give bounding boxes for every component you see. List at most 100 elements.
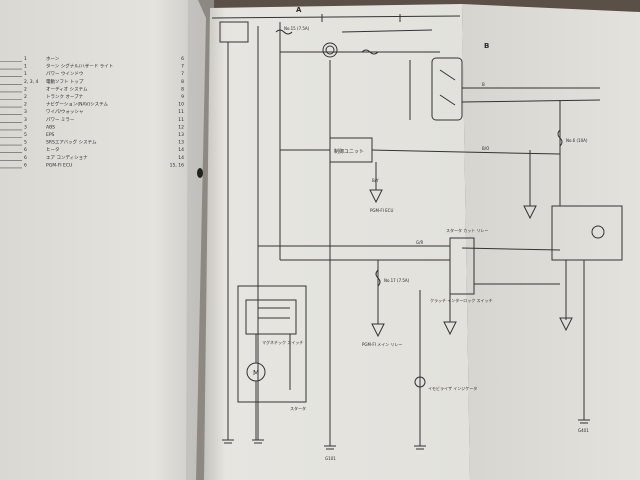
toc-title: EPS: [46, 132, 55, 138]
toc-title: ABS: [46, 124, 55, 130]
immobilizer-label: イモビライザ インジケータ: [428, 385, 477, 391]
wire: [371, 149, 463, 153]
toc-number: 3: [24, 124, 27, 130]
toc-row: 2 ナビゲーション(NAV)システム 10: [0, 101, 184, 108]
toc-title: ターン シグナル/ハザード ライト: [46, 63, 113, 70]
control-unit-label: 制御ユニット: [334, 148, 364, 155]
toc-number: 3: [24, 109, 27, 115]
ground-g101-label: G101: [325, 456, 336, 461]
wire: [341, 29, 433, 33]
toc-page-number: 9: [181, 94, 184, 100]
toc-row: 3 ワイパ/ウォッシャ 11: [0, 108, 184, 115]
fuse-symbol: [557, 129, 563, 147]
magnetic-switch-label: マグネチック スイッチ: [262, 339, 303, 345]
wire: [461, 247, 561, 251]
control-unit-box: [329, 137, 373, 163]
toc-number: 1: [24, 71, 27, 77]
relay-block: [431, 57, 463, 121]
toc-row: 3 ABS 12: [0, 124, 184, 130]
toc-title: ホーン: [46, 56, 60, 62]
wire: [439, 69, 456, 81]
page-b: [462, 4, 640, 480]
right-page: [204, 4, 470, 480]
starter-cut-relay-label: スタータ カット リレー: [446, 227, 489, 233]
toc-number: 6: [24, 147, 27, 153]
toc-page-number: 11: [178, 117, 184, 123]
toc-page-number: 14: [178, 147, 184, 153]
wire: [439, 94, 456, 106]
toc-row: 2, 3, 4 電動ソフト トップ 8: [0, 78, 184, 85]
toc-page-number: 7: [181, 71, 184, 77]
toc-row: 5 EPS 13: [0, 132, 184, 138]
header-rule: [211, 15, 461, 19]
starter-label: スタータ: [290, 405, 306, 411]
immobilizer-box: [551, 205, 623, 261]
toc-page-number: 12: [178, 124, 184, 130]
starter-box: [237, 285, 307, 403]
pgm-fi-ecu-label: PGM-FI ECU: [370, 208, 393, 213]
wiring-diagram: [211, 14, 623, 446]
toc-row: 6 エア コンディショナ 14: [0, 154, 184, 161]
toc-row: 6 ヒータ 14: [0, 146, 184, 153]
toc-number: 5: [24, 132, 27, 138]
toc-page-number: 11: [178, 109, 184, 115]
fuse-17-label: No.17 (7.5A): [384, 278, 410, 283]
toc-title: SRSエアバッグ システム: [46, 139, 97, 146]
toc-page-number: 10: [178, 102, 184, 108]
toc-page-number: 8: [181, 79, 184, 85]
wire-color-label: G/R: [416, 240, 423, 245]
toc-number: 6: [24, 155, 27, 161]
diagram-labels: A B 制御ユニット スタータ マグネチック スイッチ M PGM-FI ECU…: [253, 6, 589, 461]
toc-title: ヒータ: [46, 146, 60, 153]
fuse-6-label: No.6 (10A): [566, 138, 588, 143]
toc-title: 電動ソフト トップ: [46, 78, 84, 85]
section-b-label: B: [484, 42, 489, 50]
toc-title: ワイパ/ウォッシャ: [46, 108, 83, 115]
toc-page-number: 7: [181, 64, 184, 70]
left-page: [0, 0, 206, 480]
starter-cut-relay: [449, 237, 475, 295]
toc-title: エア コンディショナ: [46, 154, 88, 161]
magnetic-switch-box: [245, 299, 297, 335]
toc-title: PGM-FI ECU: [46, 162, 72, 168]
toc-number: 1: [24, 64, 27, 70]
toc-number: 2: [24, 94, 27, 100]
ignition-box: [219, 21, 249, 43]
toc-number: 2: [24, 86, 27, 92]
section-a-label: A: [296, 6, 302, 14]
fuse-15-label: No.15 (7.5A): [284, 26, 310, 31]
toc-number: 2, 3, 4: [24, 79, 38, 85]
toc-number: 2: [24, 102, 27, 108]
toc-title: ナビゲーション(NAV)システム: [46, 101, 109, 108]
fuse-symbol: [361, 49, 379, 55]
toc-title: パワー ミラー: [46, 117, 75, 123]
connector-arrow: [559, 317, 573, 332]
toc-row: 3 パワー ミラー 11: [0, 117, 184, 123]
immobilizer-lamp: [591, 225, 605, 239]
toc-page-number: 13: [178, 140, 184, 146]
toc-number: 3: [24, 117, 27, 123]
toc-page-number: 15, 16: [170, 162, 184, 168]
fuse-symbol: [275, 29, 293, 35]
fuse-symbol: [375, 269, 381, 287]
toc-row: 1 パワー ウインドウ 7: [0, 70, 184, 77]
toc-title: パワー ウインドウ: [46, 70, 83, 77]
horn-symbol: [322, 42, 338, 58]
clutch-switch-label: クラッチ インターロック スイッチ: [430, 297, 493, 303]
wire: [461, 99, 601, 103]
pgm-fi-relay-label: PGM-FI メイン リレー: [362, 342, 402, 347]
wire: [461, 151, 561, 155]
toc-page-number: 13: [178, 132, 184, 138]
toc-title: オーディオ システム: [46, 85, 88, 92]
toc-page-number: 14: [178, 155, 184, 161]
toc-number: 6: [24, 162, 27, 168]
motor-label: M: [253, 369, 259, 377]
toc-row: 1 ターン シグナル/ハザード ライト 7: [0, 63, 184, 70]
wire-color-label: B/Y: [372, 178, 379, 183]
